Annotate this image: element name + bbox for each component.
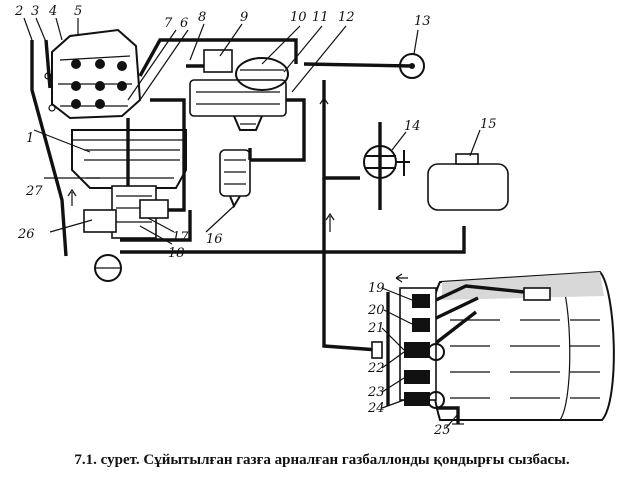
- pipelines: [67, 38, 466, 352]
- label-4: 4: [48, 4, 57, 19]
- label-19: 19: [368, 281, 385, 296]
- label-11: 11: [312, 10, 329, 25]
- label-20: 20: [367, 303, 385, 318]
- label-8: 8: [198, 10, 206, 25]
- label-6: 6: [180, 16, 188, 31]
- filter: [219, 149, 251, 209]
- label-2: 2: [14, 4, 23, 19]
- label-23: 23: [367, 385, 385, 400]
- label-15: 15: [480, 117, 497, 132]
- label-22: 22: [367, 361, 385, 376]
- label-9: 9: [240, 10, 248, 25]
- label-1: 1: [26, 131, 34, 146]
- label-27: 27: [25, 184, 43, 199]
- label-17: 17: [172, 230, 189, 245]
- air-cleaner: [71, 129, 187, 189]
- label-12: 12: [338, 10, 355, 25]
- leader-lines: [23, 17, 481, 429]
- label-10: 10: [290, 10, 307, 25]
- small-tank: [427, 153, 509, 211]
- label-5: 5: [74, 4, 82, 19]
- label-26: 26: [17, 227, 35, 242]
- label-24: 24: [367, 401, 385, 416]
- label-7: 7: [164, 16, 173, 31]
- label-25: 25: [433, 423, 451, 438]
- reducer: [189, 49, 289, 131]
- gas-cylinder: [429, 270, 615, 421]
- label-13: 13: [414, 14, 431, 29]
- label-21: 21: [367, 321, 385, 336]
- engine-block: [44, 28, 142, 120]
- cylinder-valves: [371, 287, 464, 425]
- label-3: 3: [31, 4, 39, 19]
- label-16: 16: [206, 232, 223, 247]
- figure-caption: 7.1. сурет. Сұйытылған газға арналған га…: [74, 452, 570, 468]
- label-18: 18: [168, 246, 185, 261]
- flow-arrow: [395, 273, 408, 283]
- mixer-unit: [83, 185, 169, 282]
- tube-3: [44, 39, 52, 89]
- valve-14: [363, 122, 410, 210]
- label-14: 14: [404, 119, 421, 134]
